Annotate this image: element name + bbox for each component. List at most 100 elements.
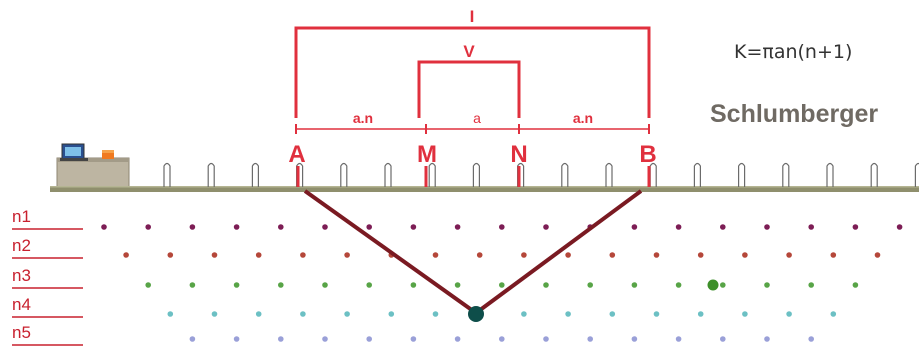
electrode-stake bbox=[472, 162, 480, 187]
data-point-n1 bbox=[499, 224, 505, 230]
electrode-stake bbox=[782, 162, 790, 187]
data-point-n1 bbox=[454, 224, 461, 230]
data-point-n1 bbox=[410, 224, 417, 230]
data-point-n5 bbox=[366, 336, 373, 342]
measurement-point bbox=[468, 306, 484, 322]
data-point-n2 bbox=[697, 252, 704, 258]
data-point-n5 bbox=[587, 336, 593, 342]
data-point-n4 bbox=[609, 311, 616, 317]
electrode-b-label: B bbox=[639, 141, 656, 168]
array-name: Schlumberger bbox=[710, 100, 878, 128]
electrode-n-label: N bbox=[510, 141, 527, 168]
electrode-stake bbox=[738, 162, 746, 187]
resistivity-meter-icon bbox=[56, 143, 130, 189]
data-point-n3 bbox=[410, 282, 417, 288]
data-point-n2 bbox=[742, 252, 748, 258]
data-point-n5 bbox=[454, 336, 461, 342]
data-point-n1 bbox=[764, 224, 770, 230]
data-point-n2 bbox=[874, 252, 881, 258]
data-point-n5 bbox=[631, 336, 638, 342]
data-point-n2 bbox=[432, 252, 439, 258]
ground-surface bbox=[50, 186, 919, 192]
geometric-factor-formula: K=πan(n+1) bbox=[734, 41, 852, 63]
voltage-circuit: V bbox=[417, 42, 521, 118]
electrode-stake bbox=[605, 162, 613, 187]
electrode-stake bbox=[914, 162, 919, 187]
data-point-n5 bbox=[499, 336, 505, 342]
data-point-n2 bbox=[521, 252, 527, 258]
electrode-stake bbox=[340, 162, 348, 187]
electrode-m-label: M bbox=[417, 141, 437, 168]
electrode-stakes bbox=[163, 162, 919, 187]
data-point-n4 bbox=[565, 311, 571, 317]
electrode-stake bbox=[251, 162, 259, 187]
data-point-n1 bbox=[896, 224, 903, 230]
current-label: I bbox=[470, 7, 475, 26]
data-point-n4 bbox=[167, 311, 174, 317]
electrode-stake bbox=[296, 162, 304, 187]
electrode-stake bbox=[561, 162, 569, 187]
data-point-n5 bbox=[278, 336, 284, 342]
data-point-n3 bbox=[808, 282, 814, 288]
level-label-n3: n3 bbox=[12, 266, 31, 285]
data-point-n3 bbox=[145, 282, 151, 288]
current-paths bbox=[303, 189, 643, 315]
data-point-n5 bbox=[543, 336, 549, 342]
data-point-n5 bbox=[720, 336, 726, 342]
data-point-n5 bbox=[189, 336, 196, 342]
data-point-n3 bbox=[189, 282, 196, 288]
data-point-n1 bbox=[233, 224, 240, 230]
level-label-n2: n2 bbox=[12, 236, 31, 255]
data-point-n2 bbox=[344, 252, 350, 258]
data-point-n3 bbox=[675, 282, 682, 288]
data-point-n2 bbox=[609, 252, 616, 258]
voltage-label: V bbox=[463, 42, 475, 61]
data-point-n3 bbox=[720, 282, 726, 288]
data-point-n3 bbox=[587, 282, 593, 288]
data-point-n1 bbox=[808, 224, 814, 230]
data-point-n4 bbox=[697, 311, 704, 317]
data-point-n1 bbox=[852, 224, 859, 230]
data-point-n5 bbox=[410, 336, 417, 342]
spacing-label-an-right: a.n bbox=[573, 110, 593, 126]
data-point-n4 bbox=[344, 311, 350, 317]
data-point-n5 bbox=[675, 336, 682, 342]
data-point-n1 bbox=[101, 224, 107, 230]
data-point-n3 bbox=[233, 282, 240, 288]
data-point-n1 bbox=[145, 224, 151, 230]
data-point-n3 bbox=[543, 282, 549, 288]
data-point-n5 bbox=[808, 336, 814, 342]
level-label-n5: n5 bbox=[12, 323, 31, 342]
data-point-n3 bbox=[454, 282, 461, 288]
data-point-n3 bbox=[852, 282, 859, 288]
data-point-n1 bbox=[278, 224, 284, 230]
data-point-n2 bbox=[653, 252, 660, 258]
data-point-n4 bbox=[786, 311, 792, 317]
electrode-stake bbox=[870, 162, 878, 187]
data-point-n3 bbox=[764, 282, 770, 288]
data-point-n4 bbox=[742, 311, 748, 317]
electrode-stake bbox=[693, 162, 701, 187]
data-point-n3 bbox=[322, 282, 328, 288]
data-point-n2 bbox=[167, 252, 174, 258]
data-point-n1 bbox=[322, 224, 328, 230]
data-point-n2 bbox=[123, 252, 129, 258]
data-point-n4 bbox=[432, 311, 439, 317]
spacing-label-an-left: a.n bbox=[353, 110, 373, 126]
data-point-n5 bbox=[322, 336, 328, 342]
electrode-stake bbox=[826, 162, 834, 187]
current-circuit: I bbox=[294, 7, 651, 118]
electrode-stake bbox=[649, 162, 657, 187]
data-point-n3 bbox=[499, 282, 505, 288]
data-point-n1 bbox=[631, 224, 638, 230]
electrode-stake bbox=[428, 162, 436, 187]
data-point-n5 bbox=[764, 336, 770, 342]
data-point-n1 bbox=[366, 224, 373, 230]
pseudosection-points bbox=[101, 224, 903, 342]
data-point-n2 bbox=[830, 252, 837, 258]
electrode-stake bbox=[517, 162, 525, 187]
electrode-stake bbox=[163, 162, 171, 187]
data-point-n4 bbox=[830, 311, 837, 317]
data-point-n4 bbox=[300, 311, 306, 317]
